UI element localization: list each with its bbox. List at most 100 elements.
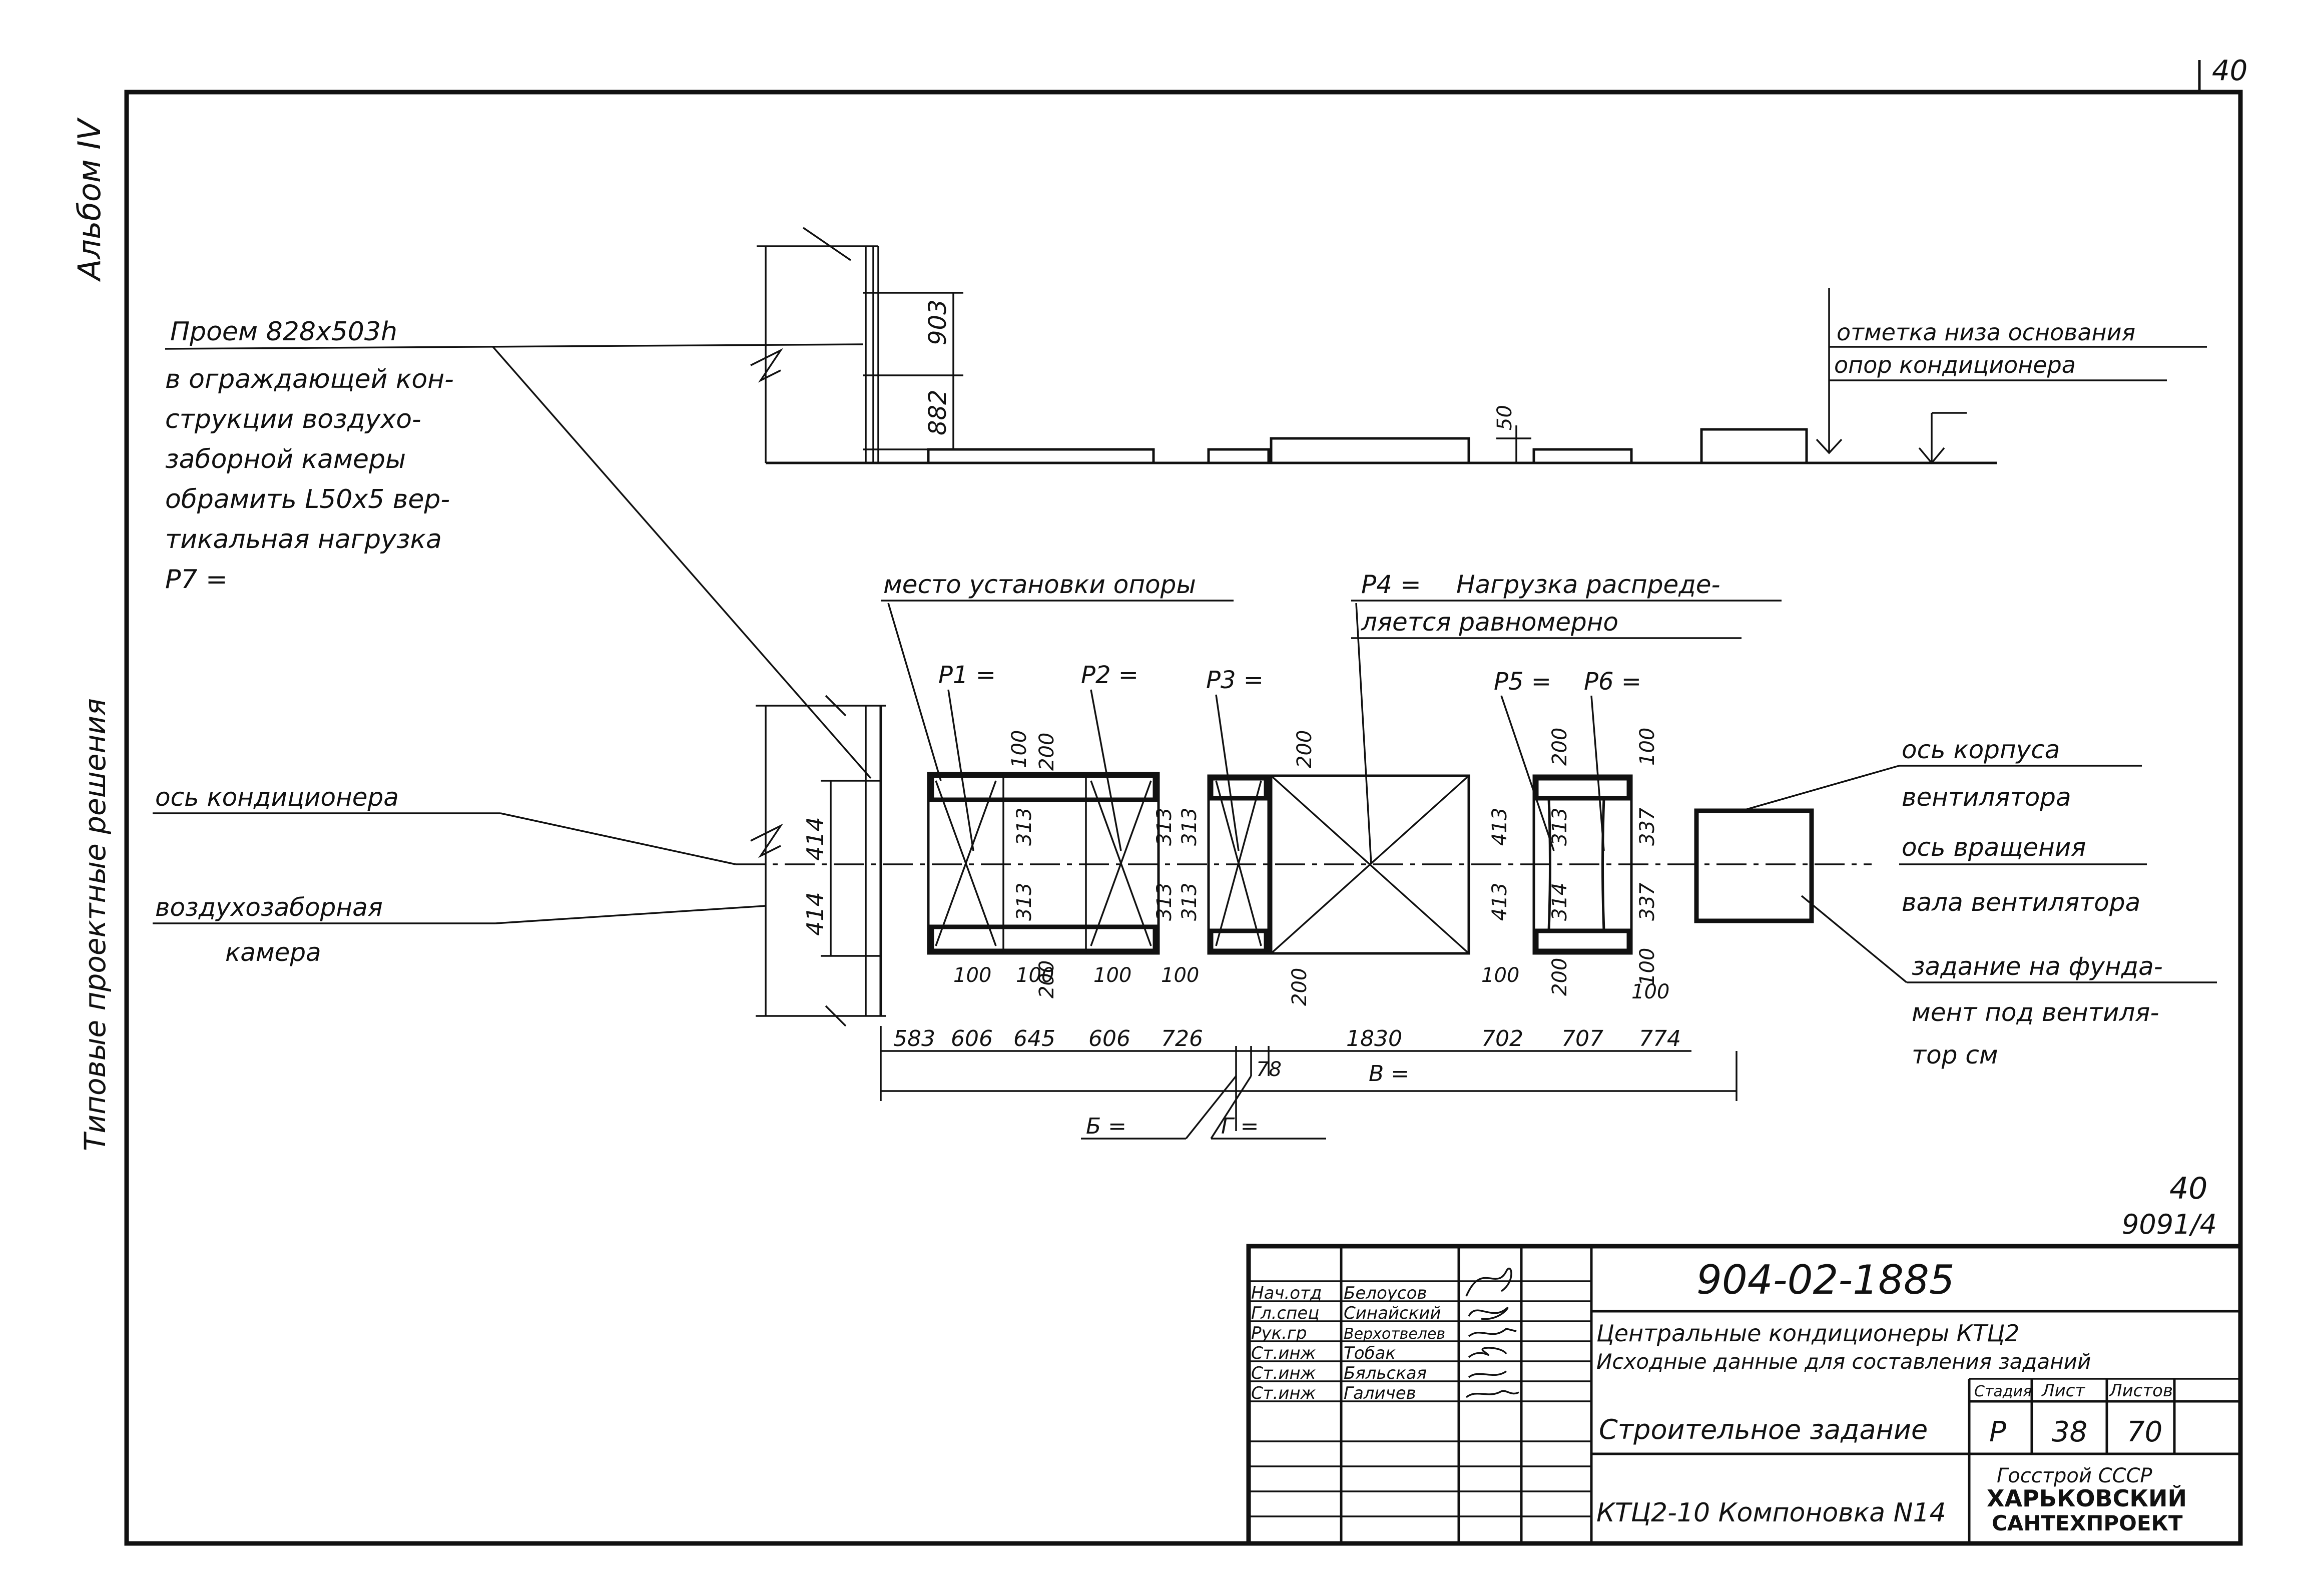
load-distribution-1: Нагрузка распреде- xyxy=(1456,570,1720,599)
total-length-label: В = xyxy=(1369,1061,1409,1087)
load-p5: P5 = xyxy=(1494,668,1551,696)
opening-label-7: P7 = xyxy=(165,565,228,595)
b-label: Б = xyxy=(1086,1114,1126,1139)
dim-414-top: 414 xyxy=(802,817,829,861)
dim-882: 882 xyxy=(924,389,952,435)
svg-text:100: 100 xyxy=(1008,730,1031,768)
svg-text:313: 313 xyxy=(1013,883,1036,921)
svg-text:313: 313 xyxy=(1013,808,1036,846)
stage-value: Р xyxy=(1989,1416,2006,1448)
load-p3: P3 = xyxy=(1206,666,1264,694)
svg-text:200: 200 xyxy=(1548,958,1571,996)
svg-text:413: 413 xyxy=(1488,808,1511,846)
tb-role-5: Ст.инж xyxy=(1251,1363,1316,1383)
title-block: Нач.отд Белоусов Гл.спец Синайский Рук.г… xyxy=(1246,1244,2243,1546)
signature-1 xyxy=(1465,1267,1512,1297)
sheet-frame xyxy=(124,90,2243,1546)
elevation-pad-2 xyxy=(1207,448,1270,464)
side-title: Типовые проектные решения xyxy=(78,698,112,1151)
svg-text:313: 313 xyxy=(1178,883,1201,921)
task-title: Строительное задание xyxy=(1599,1414,1928,1445)
sheets-header: Листов xyxy=(2108,1381,2173,1401)
opening-label-1: Проем 828x503h xyxy=(170,317,397,347)
load-distribution-2: ляется равномерно xyxy=(1361,608,1618,637)
tb-name-6: Галичев xyxy=(1344,1383,1416,1403)
load-p6: P6 = xyxy=(1584,668,1641,696)
rotation-label-2: вала вентилятора xyxy=(1902,888,2140,917)
sheet-header: Лист xyxy=(2041,1381,2085,1401)
base-mark-label-2: опор кондиционера xyxy=(1834,351,2076,378)
layout-title: КТЦ2-10 Компоновка N14 xyxy=(1596,1498,1946,1528)
elevation-pad-1 xyxy=(927,448,1155,464)
sheet-code-2: 9091/4 xyxy=(2122,1209,2217,1240)
base-mark-label-1: отметка низа основания xyxy=(1837,319,2135,346)
support-frame-2 xyxy=(1207,774,1270,955)
svg-text:100: 100 xyxy=(1093,964,1131,987)
svg-text:337: 337 xyxy=(1636,882,1659,921)
central-block xyxy=(1270,774,1470,955)
svg-text:200: 200 xyxy=(1035,733,1058,771)
dim-50: 50 xyxy=(1493,405,1516,430)
org-line-1: Госстрой СССР xyxy=(1997,1464,2152,1487)
svg-text:100: 100 xyxy=(1636,948,1659,986)
svg-text:100: 100 xyxy=(1636,728,1659,766)
signature-5 xyxy=(1468,1370,1507,1378)
svg-text:200: 200 xyxy=(1035,960,1058,998)
stage-header: Стадия xyxy=(1974,1383,2032,1400)
plan-internal-dims: 100 200 313 313 313 313 313 313 200 200 … xyxy=(953,728,1669,1006)
svg-text:100: 100 xyxy=(1631,980,1669,1003)
svg-text:313: 313 xyxy=(1153,883,1176,921)
elevation-view: 903 882 50 xyxy=(750,227,1997,464)
svg-text:413: 413 xyxy=(1488,883,1511,921)
tb-role-4: Ст.инж xyxy=(1251,1343,1316,1363)
rotation-label-1: ось вращения xyxy=(1902,833,2086,862)
support-frame-1 xyxy=(927,772,1160,955)
signature-6 xyxy=(1465,1390,1519,1398)
foundation-label-1: задание на фунда- xyxy=(1912,952,2163,981)
chain-702: 702 xyxy=(1481,1026,1523,1051)
svg-text:200: 200 xyxy=(1293,730,1316,768)
album-label: Альбом IV xyxy=(71,117,108,282)
foundation-label-3: тор см xyxy=(1912,1040,1998,1070)
air-chamber-label-2: камера xyxy=(225,938,321,967)
svg-text:314: 314 xyxy=(1548,883,1571,921)
org-line-3: САНТЕХПРОЕКТ xyxy=(1992,1511,2183,1535)
tb-role-1: Нач.отд xyxy=(1251,1283,1322,1303)
dim-903: 903 xyxy=(924,299,952,345)
doc-number: 904-02-1885 xyxy=(1696,1257,1955,1303)
svg-text:313: 313 xyxy=(1153,808,1176,846)
fan-box xyxy=(1694,808,1814,923)
elevation-block-2 xyxy=(1700,428,1808,464)
chain-726: 726 xyxy=(1161,1026,1203,1051)
bottom-dimension-chain: 583 606 645 606 726 1830 702 707 774 78 … xyxy=(880,1026,1738,1140)
sheet-value: 38 xyxy=(2052,1416,2087,1448)
svg-text:100: 100 xyxy=(1481,964,1519,987)
sheet-code: 40 xyxy=(2169,1171,2207,1206)
chain-606a: 606 xyxy=(951,1026,993,1051)
opening-label-2: в ограждающей кон- xyxy=(165,364,454,394)
page-number-top: 40 xyxy=(2212,55,2247,87)
tb-name-2: Синайский xyxy=(1344,1303,1441,1323)
chain-606b: 606 xyxy=(1088,1026,1130,1051)
tb-name-1: Белоусов xyxy=(1344,1283,1427,1303)
signature-2 xyxy=(1468,1307,1509,1320)
svg-text:200: 200 xyxy=(1288,968,1311,1006)
load-p4: P4 = xyxy=(1361,570,1421,599)
signature-3 xyxy=(1468,1328,1517,1337)
svg-text:313: 313 xyxy=(1548,808,1571,846)
signature-4 xyxy=(1468,1347,1507,1358)
plan-view: 414 414 xyxy=(736,695,1872,1027)
org-line-2: ХАРЬКОВСКИЙ xyxy=(1987,1485,2187,1512)
tb-name-5: Бяльская xyxy=(1344,1363,1427,1383)
air-chamber-label-1: воздухозаборная xyxy=(155,893,383,922)
load-p1: P1 = xyxy=(938,661,996,689)
foundation-label-2: мент под вентиля- xyxy=(1912,998,2159,1027)
svg-text:100: 100 xyxy=(1016,964,1054,987)
svg-text:337: 337 xyxy=(1636,807,1659,846)
tb-role-2: Гл.спец xyxy=(1251,1303,1319,1323)
fan-body-label-1: ось корпуса xyxy=(1902,735,2060,764)
svg-text:100: 100 xyxy=(1161,964,1199,987)
chain-645: 645 xyxy=(1013,1026,1055,1051)
dim-414-bottom: 414 xyxy=(802,892,829,936)
